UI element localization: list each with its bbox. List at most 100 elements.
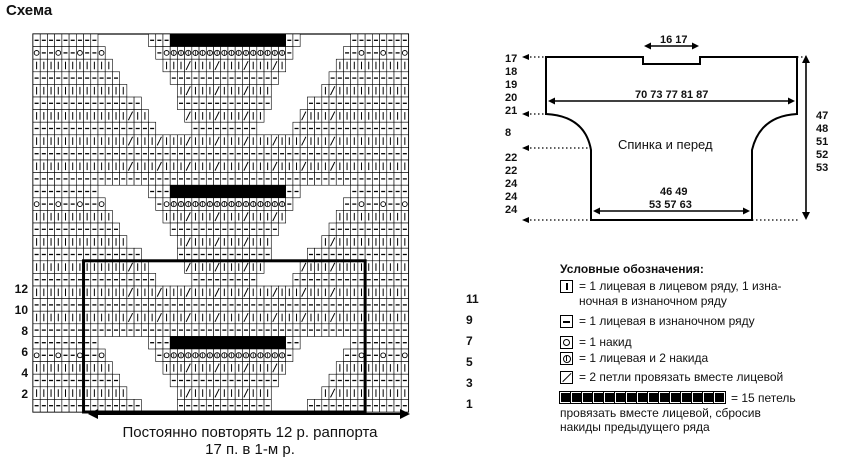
chart-cell: [386, 273, 395, 287]
chart-cell: [119, 96, 128, 110]
chart-cell: [198, 247, 207, 262]
chart-cell: [141, 109, 149, 123]
chart-cell: [314, 310, 323, 325]
chart-cell: [307, 310, 315, 325]
chart-cell: [32, 336, 41, 350]
chart-cell: [278, 134, 287, 148]
chart-cell: [198, 323, 207, 337]
guide-arrowhead: [522, 217, 529, 223]
chart-cell: [372, 147, 380, 161]
chart-cell: [234, 210, 243, 224]
chart-cell: [350, 71, 359, 85]
chart-cell: [263, 46, 272, 60]
chart-cell: [205, 84, 214, 98]
chart-cell: [198, 298, 207, 312]
chart-cell: [256, 159, 265, 173]
chart-cell: [32, 184, 41, 199]
chart-cell: [32, 323, 41, 337]
right-height-label: 48: [816, 123, 829, 135]
chart-cell: [205, 46, 214, 60]
chart-cell: [112, 159, 120, 173]
chart-cell: [104, 361, 113, 375]
chart-cell: [242, 33, 250, 47]
chart-cell: [307, 159, 315, 173]
chart-cell: [386, 399, 395, 413]
legend-title: Условные обозначения:: [560, 262, 704, 276]
chart-cell: [198, 159, 207, 173]
chart-cell: [97, 109, 106, 123]
chart-cell: [393, 71, 402, 85]
chart-cell: [32, 235, 41, 249]
chart-cell: [54, 172, 63, 186]
right-height-label: 51: [816, 136, 829, 148]
chart-cell: [162, 197, 171, 211]
chest-width-arrow-head-r: [788, 97, 795, 105]
chart-cell: [372, 210, 380, 224]
chart-cell: [364, 46, 373, 60]
chart-cell: [393, 134, 402, 148]
chart-cell: [242, 247, 250, 262]
chart-cell: [205, 399, 214, 413]
chart-cell: [285, 298, 294, 312]
chart-cell: [234, 109, 243, 123]
chart-cell: [76, 84, 84, 98]
chart-cell: [234, 285, 243, 299]
chart-cell: [162, 210, 171, 224]
chart-cell: [335, 147, 344, 161]
chart-cell: [47, 373, 55, 388]
chart-cell: [133, 323, 142, 337]
chart-cell: [191, 172, 200, 186]
chart-cell: [112, 109, 120, 123]
chart-cell: [191, 121, 200, 136]
chart-cell: [32, 399, 41, 413]
chart-cell: [112, 96, 120, 110]
chart-cell: [357, 235, 366, 249]
chart-cell: [227, 147, 236, 161]
chart-cell: [162, 298, 171, 312]
chart-cell: [357, 184, 366, 199]
chart-cell: [350, 172, 359, 186]
chart-cell: [335, 109, 344, 123]
chart-cell: [213, 336, 222, 350]
chart-cell: [393, 58, 402, 73]
chart-cell: [343, 323, 351, 337]
chart-cell: [256, 71, 265, 85]
chart-cell: [169, 310, 178, 325]
chart-cell: [372, 96, 380, 110]
chart-cell: [133, 172, 142, 186]
chart-cell: [90, 235, 99, 249]
chart-cell: [32, 134, 41, 148]
chart-cell: [213, 109, 222, 123]
chart-cell: [379, 247, 388, 262]
chart-cell: [234, 310, 243, 325]
chart-cell: [54, 159, 63, 173]
chart-cell: [141, 310, 149, 325]
chart-cell: [97, 247, 106, 262]
chart-cell: [162, 323, 171, 337]
chart-cell: [270, 210, 279, 224]
chart-cell: [314, 147, 323, 161]
chart-cell: [83, 159, 92, 173]
chart-cell: [184, 336, 193, 350]
chart-cell: [400, 84, 409, 98]
chart-cell: [249, 260, 258, 274]
chart-cell: [177, 285, 185, 299]
row-number: 7: [466, 334, 473, 348]
chart-cell: [357, 197, 366, 211]
chart-cell: [400, 298, 409, 312]
chart-cell: [177, 310, 185, 325]
chart-cell: [198, 373, 207, 388]
chart-cell: [379, 386, 388, 400]
chart-cell: [263, 373, 272, 388]
chart-cell: [133, 399, 142, 413]
chart-cell: [177, 323, 185, 337]
chart-cell: [242, 121, 250, 136]
chart-cell: [393, 386, 402, 400]
chart-cell: [227, 71, 236, 85]
chart-cell: [270, 33, 279, 47]
chart-cell: [263, 310, 272, 325]
chart-cell: [213, 348, 222, 362]
chart-cell: [328, 121, 337, 136]
chart-cell: [32, 109, 41, 123]
chart-cell: [32, 310, 41, 325]
